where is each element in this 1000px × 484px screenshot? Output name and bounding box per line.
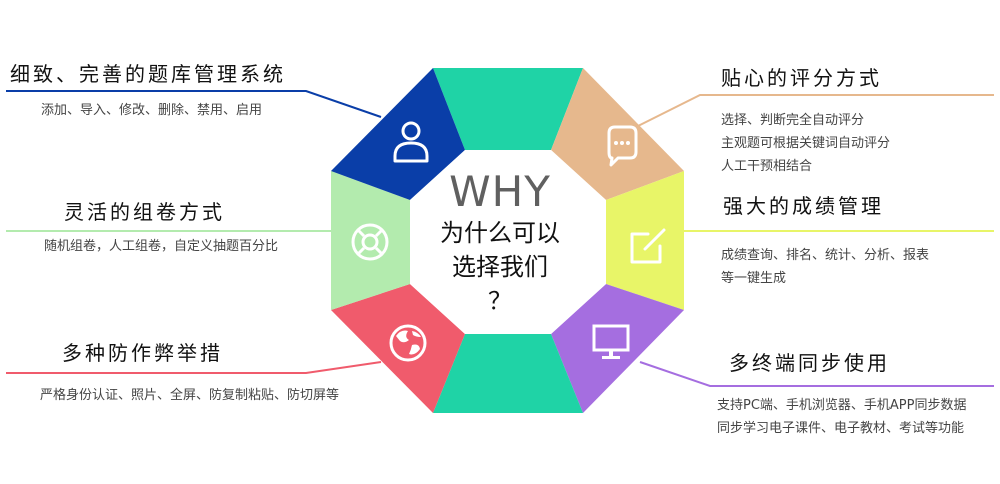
center-heading: WHY 为什么可以 选择我们 ？ — [412, 168, 588, 318]
feature-desc-line: 支持PC端、手机浏览器、手机APP同步数据 — [717, 398, 967, 413]
feature-title-question-bank: 细致、完善的题库管理系统 — [10, 62, 286, 86]
feature-desc-line: 随机组卷，人工组卷，自定义抽题百分比 — [44, 239, 279, 254]
connector-anti-cheat — [6, 361, 382, 374]
segment-right — [606, 171, 684, 310]
connector-scoring — [635, 94, 994, 128]
lifebuoy-icon — [351, 223, 389, 261]
why-heading: WHY — [449, 167, 551, 216]
chat-bubble-icon — [607, 125, 638, 167]
connector-multi-terminal — [639, 361, 994, 387]
segment-lower-left — [331, 284, 465, 413]
feature-desc-scoring: 选择、判断完全自动评分 主观题可根据关键词自动评分 人工干预相结合 — [721, 109, 890, 178]
feature-desc-question-bank: 添加、导入、修改、删除、禁用、启用 — [41, 99, 262, 122]
segment-bottom — [433, 334, 583, 413]
feature-title-paper-assembly: 灵活的组卷方式 — [64, 200, 225, 224]
feature-desc-paper-assembly: 随机组卷，人工组卷，自定义抽题百分比 — [44, 235, 278, 258]
feature-title-anti-cheat: 多种防作弊举措 — [62, 341, 223, 365]
feature-desc-line: 添加、导入、修改、删除、禁用、启用 — [41, 103, 263, 118]
feature-desc-line: 同步学习电子课件、电子教材、考试等功能 — [717, 421, 965, 436]
feature-desc-line: 主观题可根据关键词自动评分 — [721, 136, 891, 151]
feature-title-scoring: 贴心的评分方式 — [721, 66, 882, 90]
feature-title-multi-terminal: 多终端同步使用 — [729, 351, 890, 375]
feature-desc-multi-terminal: 支持PC端、手机浏览器、手机APP同步数据 同步学习电子课件、电子教材、考试等功… — [717, 394, 967, 440]
connector-question-bank — [6, 90, 382, 118]
globe-icon — [389, 324, 427, 362]
feature-desc-line: 人工干预相结合 — [721, 159, 813, 174]
feature-desc-anti-cheat: 严格身份认证、照片、全屏、防复制粘贴、防切屏等 — [40, 384, 339, 407]
feature-desc-line: 成绩查询、排名、统计、分析、报表 — [721, 248, 930, 263]
segment-upper-right — [551, 68, 684, 200]
monitor-icon — [592, 324, 630, 359]
feature-desc-grade-mgmt: 成绩查询、排名、统计、分析、报表 等一键生成 — [721, 244, 929, 290]
feature-desc-line: 选择、判断完全自动评分 — [721, 113, 865, 128]
feature-desc-line: 等一键生成 — [721, 271, 787, 286]
center-line-3: ？ — [488, 287, 512, 315]
feature-desc-line: 严格身份认证、照片、全屏、防复制粘贴、防切屏等 — [40, 388, 340, 403]
segment-left — [331, 171, 410, 310]
center-line-2: 选择我们 — [452, 253, 548, 281]
edit-icon — [630, 228, 666, 264]
segment-upper-left — [331, 68, 465, 200]
center-line-1: 为什么可以 — [440, 219, 560, 247]
user-icon — [393, 121, 429, 163]
segment-top — [433, 68, 583, 150]
feature-title-grade-mgmt: 强大的成绩管理 — [723, 194, 884, 218]
center-octagon — [410, 150, 606, 334]
